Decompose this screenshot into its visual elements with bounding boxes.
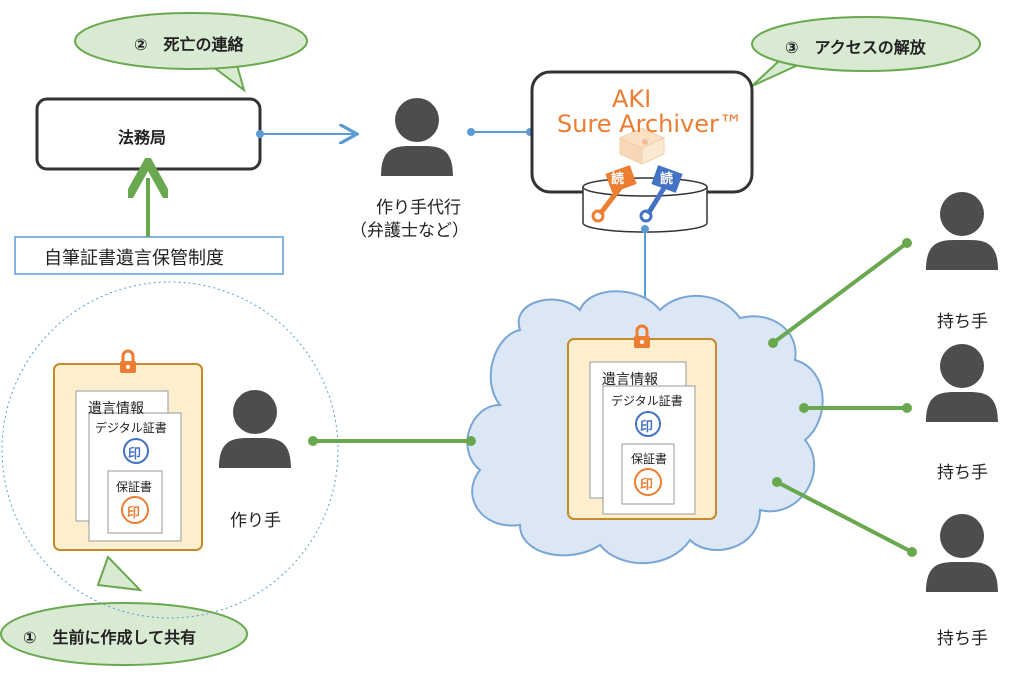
creator-scope-circle	[1, 281, 339, 619]
holder-label: 持ち手	[937, 312, 988, 332]
callout-step2	[74, 12, 308, 93]
holder-person-icon	[926, 344, 998, 422]
key-label-orange: 読	[611, 172, 625, 187]
doc-digital-cert-label: デジタル証書	[95, 421, 167, 435]
connector-cloud-holder1	[771, 241, 909, 345]
seal-icon-orange: 印	[127, 506, 141, 521]
holder-label: 持ち手	[937, 463, 988, 483]
doc-digital-cert-label: デジタル証書	[611, 394, 683, 408]
connector-cloud-holder3	[776, 480, 913, 554]
seal-icon-blue: 印	[128, 447, 142, 462]
cloud-document-panel	[567, 324, 717, 520]
holder-label: 持ち手	[937, 629, 988, 649]
callout-step1	[0, 555, 248, 666]
key-icon-orange	[591, 165, 637, 223]
key-icon-blue	[639, 165, 683, 223]
callout-step3-label: ③ アクセスの解放	[785, 38, 926, 57]
holder-person-icon	[926, 192, 998, 270]
archiver-title-line1: AKI	[612, 85, 652, 113]
creator-document-panel	[53, 349, 203, 551]
agent-label-line2: （弁護士など）	[350, 221, 469, 241]
callout-step1-label: ① 生前に作成して共有	[23, 628, 197, 647]
key-storage-cylinder	[582, 177, 708, 233]
agent-label-line1: 作り手代行	[376, 198, 461, 218]
key-label-blue: 読	[660, 172, 674, 187]
callout-step3	[751, 16, 981, 87]
archiver-title-line2: Sure Archiver™	[557, 110, 743, 138]
doc-guarantee-label: 保証書	[631, 452, 668, 466]
callout-step2-label: ② 死亡の連絡	[134, 35, 244, 54]
holder-person-icon	[926, 514, 998, 592]
doc-will-info-label: 遺言情報	[88, 401, 144, 417]
doc-guarantee-label: 保証書	[116, 480, 153, 494]
creator-label: 作り手	[230, 511, 281, 531]
creator-person-icon	[219, 390, 291, 468]
legal-office-label: 法務局	[118, 128, 167, 147]
archive-cube-icon	[618, 127, 666, 165]
system-label: 自筆証書遺言保管制度	[44, 248, 224, 269]
agent-person-icon	[381, 98, 453, 176]
doc-will-info-label: 遺言情報	[602, 372, 658, 388]
seal-icon-blue: 印	[640, 420, 654, 435]
seal-icon-orange: 印	[640, 478, 654, 493]
